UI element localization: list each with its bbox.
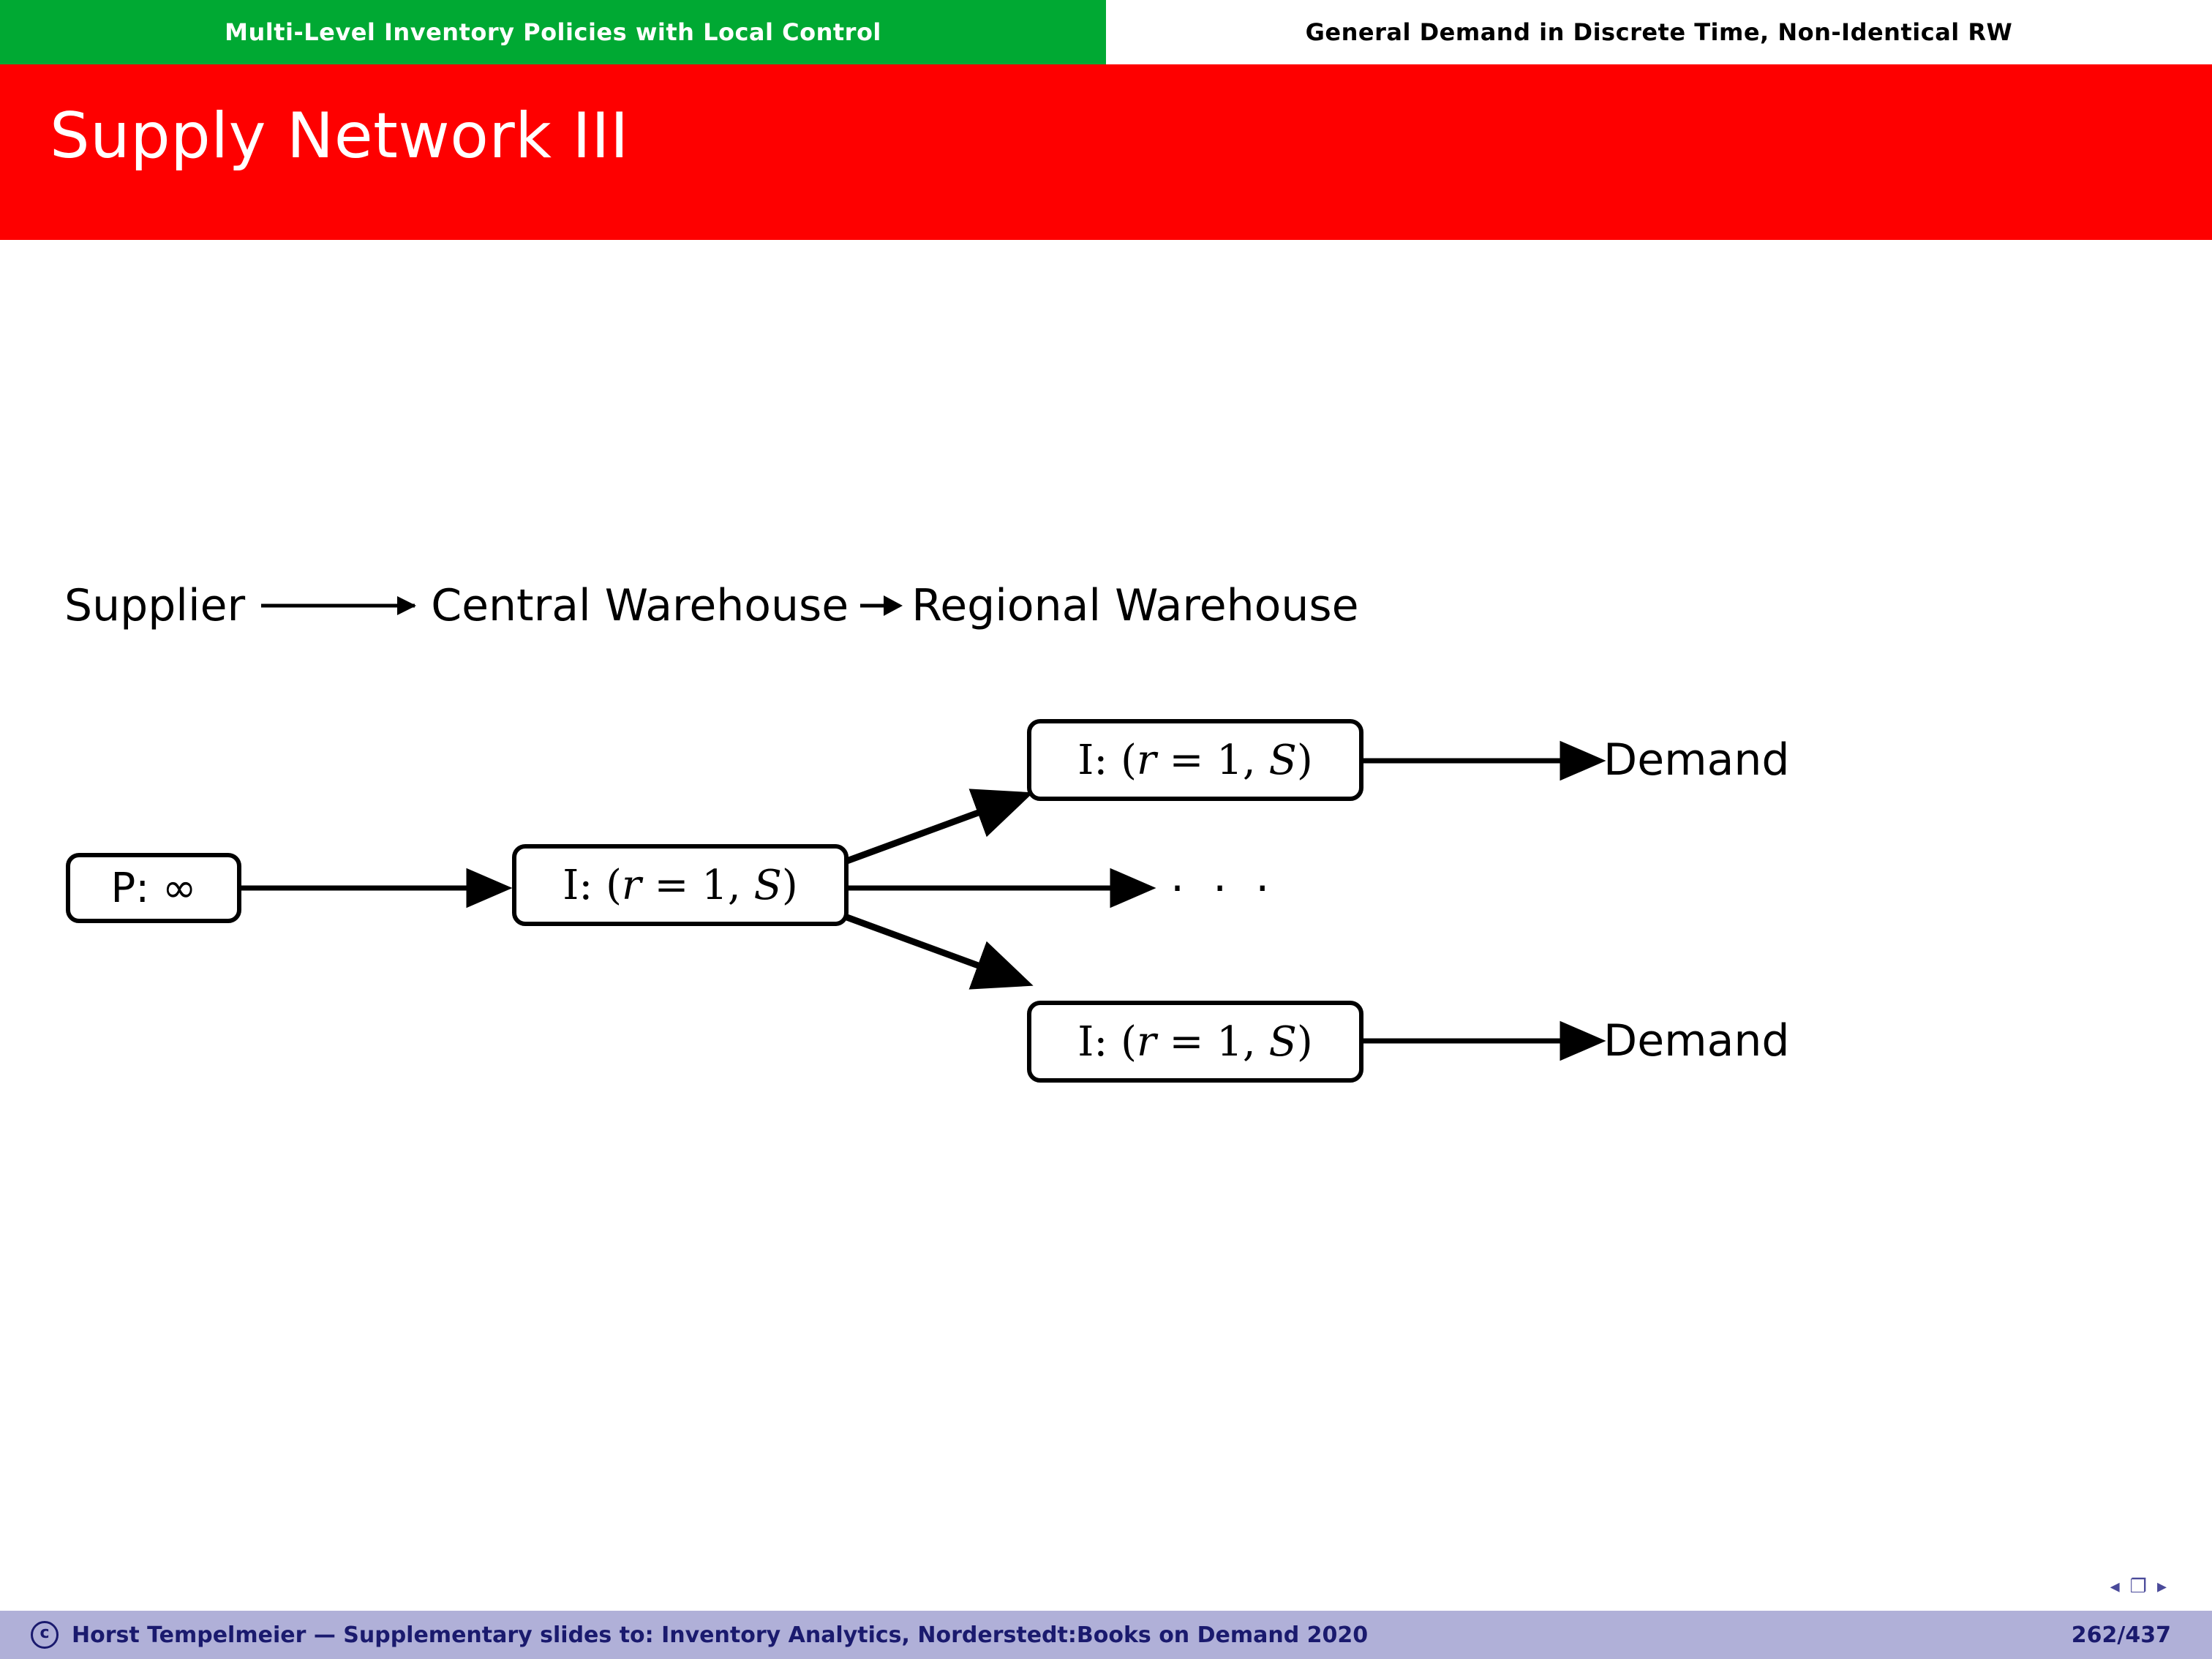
diagram-edges (241, 740, 1606, 1061)
label-demand-bottom: Demand (1603, 1015, 1790, 1066)
next-slide-icon[interactable]: ▸ (2156, 1576, 2167, 1598)
footer-copyright: c Horst Tempelmeier — Supplementary slid… (31, 1621, 1368, 1649)
label-supplier: Supplier (64, 580, 246, 631)
page-number: 262/437 (2071, 1622, 2171, 1648)
node-supplier-label: P: ∞ (110, 864, 197, 912)
arrow-central-to-regional-icon (860, 595, 903, 616)
supply-network-diagram: P: ∞ I: (r = 1, S) I: (r = 1, S) I: (r =… (0, 240, 2212, 1602)
label-central-warehouse: Central Warehouse (431, 580, 849, 631)
arrow-supplier-to-central-icon (261, 596, 417, 615)
node-central-warehouse[interactable]: I: (r = 1, S) (512, 844, 849, 926)
diagram-ellipsis: · · · (1170, 863, 1277, 914)
node-regional-warehouse-top-label: I: (r = 1, S) (1077, 736, 1313, 784)
header-right-title: General Demand in Discrete Time, Non-Ide… (1106, 0, 2212, 64)
prev-slide-icon[interactable]: ◂ (2110, 1576, 2120, 1598)
node-regional-warehouse-top[interactable]: I: (r = 1, S) (1027, 719, 1363, 801)
header-left-title: Multi-Level Inventory Policies with Loca… (0, 0, 1106, 64)
node-regional-warehouse-bottom-label: I: (r = 1, S) (1077, 1017, 1313, 1066)
footer-text: Horst Tempelmeier — Supplementary slides… (72, 1622, 1369, 1648)
copyright-icon: c (31, 1621, 59, 1649)
page-title: Supply Network III (50, 99, 629, 173)
slide-header: Multi-Level Inventory Policies with Loca… (0, 0, 2212, 64)
node-supplier[interactable]: P: ∞ (66, 853, 241, 923)
label-regional-warehouse: Regional Warehouse (911, 580, 1359, 631)
hierarchy-caption: Supplier Central Warehouse Regional Ware… (64, 584, 1359, 628)
slide-navigation[interactable]: ◂ ❐ ▸ (2110, 1577, 2167, 1596)
label-demand-top: Demand (1603, 734, 1790, 786)
node-central-warehouse-label: I: (r = 1, S) (563, 861, 798, 909)
node-regional-warehouse-bottom[interactable]: I: (r = 1, S) (1027, 1001, 1363, 1083)
slide-footer: c Horst Tempelmeier — Supplementary slid… (0, 1611, 2212, 1659)
slide-overview-icon[interactable]: ❐ (2129, 1576, 2147, 1598)
title-band: Supply Network III (0, 64, 2212, 240)
slide-body: Supplier Central Warehouse Regional Ware… (0, 240, 2212, 1602)
